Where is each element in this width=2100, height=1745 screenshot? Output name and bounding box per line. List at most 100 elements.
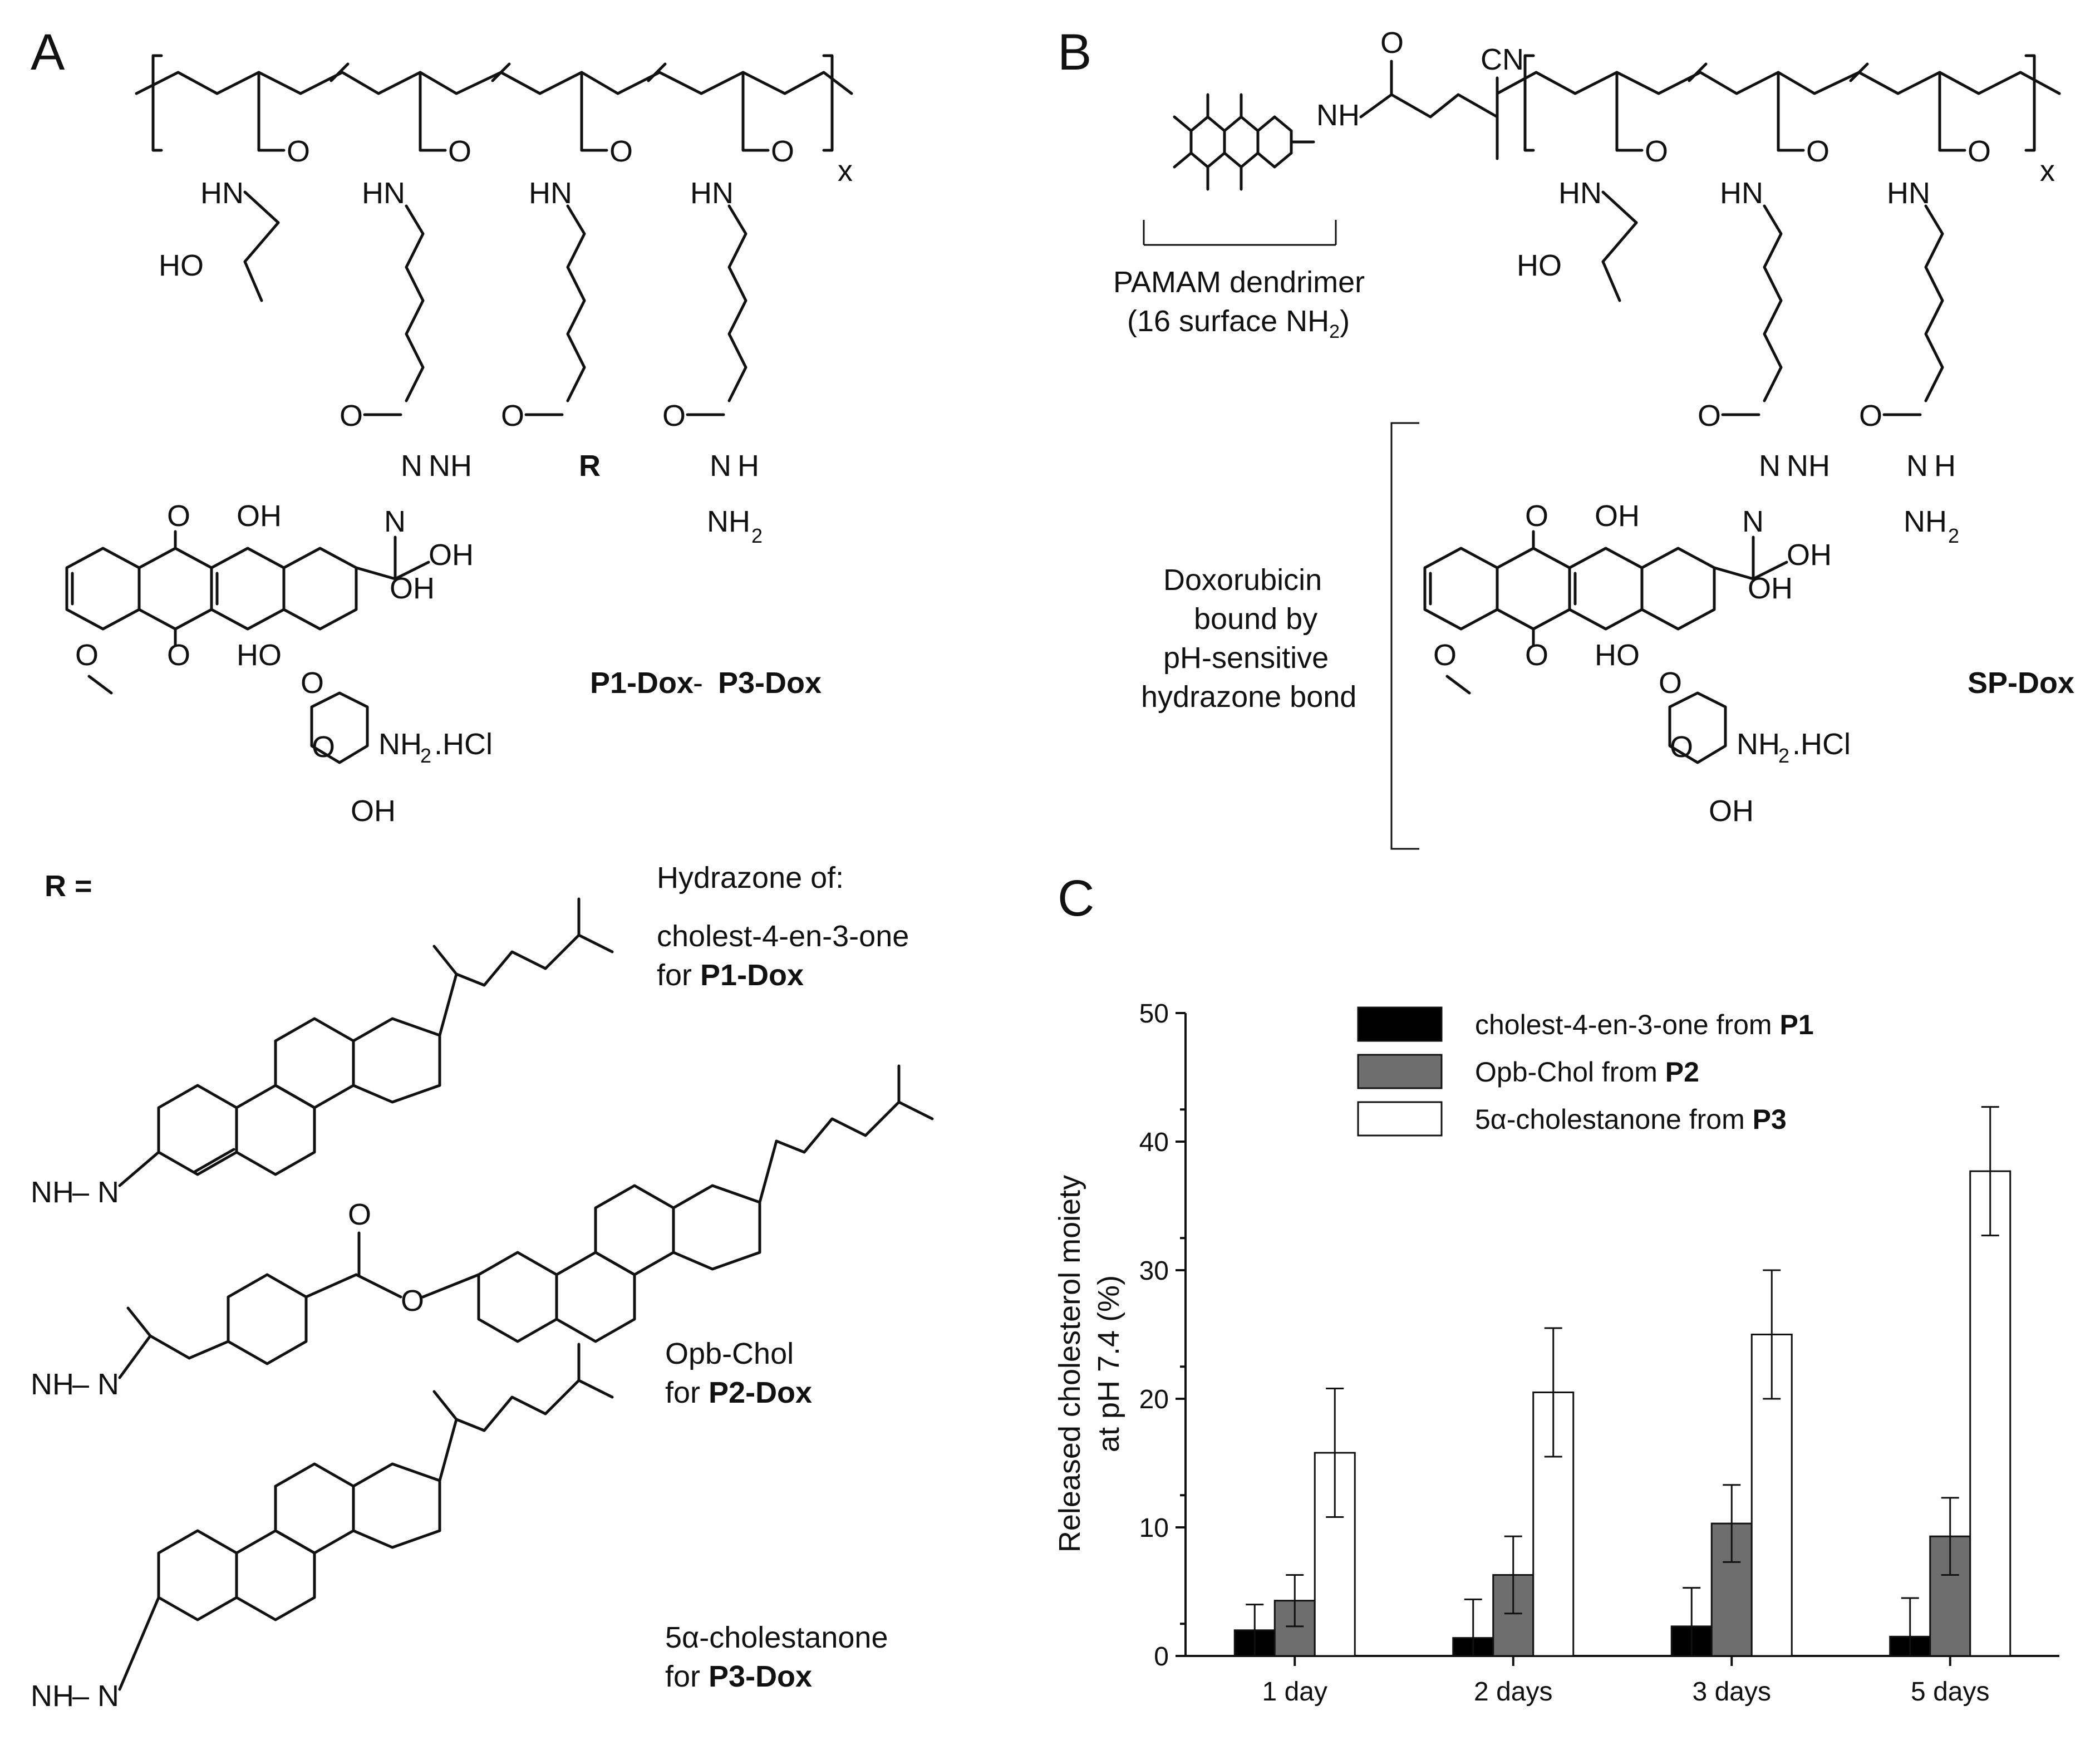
svg-text:O: O <box>75 638 99 672</box>
svg-text:HN: HN <box>1887 176 1930 210</box>
svg-text:O: O <box>771 135 794 168</box>
svg-text:O: O <box>662 399 686 432</box>
svg-text:2: 2 <box>1778 744 1789 767</box>
y-tick-label: 50 <box>1139 999 1169 1029</box>
svg-text:2: 2 <box>1948 524 1959 547</box>
x-tick-label: 3 days <box>1693 1677 1771 1707</box>
r-definition: R = <box>45 869 92 903</box>
svg-text:HN: HN <box>690 176 734 210</box>
svg-text:HO: HO <box>1595 638 1640 672</box>
svg-text:N: N <box>97 1368 119 1401</box>
svg-text:O: O <box>501 399 524 432</box>
r-group-1-for: for P1-Dox <box>657 958 804 992</box>
svg-text:OH: OH <box>351 794 396 828</box>
panel-a-r-sidechain: O HN O R <box>501 71 633 483</box>
r-groups-header: Hydrazone of: <box>657 861 844 894</box>
svg-text:O: O <box>287 135 310 168</box>
svg-text:NH: NH <box>1737 728 1780 761</box>
x-tick-label: 5 days <box>1911 1677 1989 1707</box>
svg-text:O: O <box>609 135 633 168</box>
svg-text:HN: HN <box>362 176 405 210</box>
cn-label: CN <box>1481 43 1524 76</box>
panel-b-doxorubicin: O O OH HO O OH OH O O NH 2 .HCl OH <box>1423 499 1851 828</box>
r-group-3-name: 5α-cholestanone <box>665 1621 888 1654</box>
panel-c: C Released cholesterol moiety at pH 7.4 … <box>1053 870 2059 1707</box>
svg-text:2: 2 <box>420 744 431 767</box>
r-group-cholestenone: cholest-4-en-3-one for P1-Dox NH – N <box>31 897 909 1209</box>
panel-b-letter: B <box>1058 24 1091 81</box>
y-axis-label-line2: at pH 7.4 (%) <box>1092 1275 1125 1452</box>
svg-text:.HCl: .HCl <box>1792 728 1851 761</box>
svg-text:NH: NH <box>1316 99 1360 132</box>
svg-text:O: O <box>1968 135 1991 168</box>
svg-text:O: O <box>401 1284 424 1318</box>
svg-text:NH: NH <box>1904 505 1947 538</box>
svg-text:N: N <box>1759 449 1781 483</box>
svg-text:OH: OH <box>429 538 474 572</box>
svg-text:–: – <box>72 1368 89 1401</box>
panel-b-hpma-sidechain: O HN HO <box>1517 71 1668 302</box>
panel-a-compound-label-1: P1-Dox <box>590 666 694 700</box>
chart-legend: cholest-4-en-3-one from P1 Opb-Chol from… <box>1357 1006 1814 1137</box>
r-group-opb-chol: Opb-Chol for P2-Dox O O NH – N <box>31 1064 934 1409</box>
panel-b-hydrazide-sidechain: O HN O N H NH 2 <box>1859 71 1991 547</box>
panel-a-repeat-subscript: x <box>838 154 853 188</box>
dox-note-line3: pH-sensitive <box>1163 641 1329 675</box>
panel-c-letter: C <box>1058 870 1094 927</box>
svg-text:OH: OH <box>1709 794 1754 828</box>
svg-text:O: O <box>1525 499 1548 533</box>
dox-note-line2: bound by <box>1194 602 1317 636</box>
svg-text:O: O <box>1380 26 1404 60</box>
svg-text:O: O <box>1525 638 1548 672</box>
svg-text:O: O <box>167 499 190 533</box>
svg-text:NH: NH <box>707 505 750 538</box>
svg-text:H: H <box>737 449 759 483</box>
legend-swatch-p2 <box>1357 1054 1443 1089</box>
svg-text:.HCl: .HCl <box>434 728 493 761</box>
panel-a-hydrazide-sidechain: O HN O N H NH 2 <box>662 71 794 547</box>
y-tick-label: 0 <box>1154 1642 1169 1672</box>
legend-label-p1: cholest-4-en-3-one from P1 <box>1475 1009 1814 1040</box>
panel-a: A x O HN HO O HN <box>31 24 853 828</box>
svg-text:OH: OH <box>1748 572 1793 605</box>
svg-text:N: N <box>97 1679 119 1713</box>
r-group-1-name: cholest-4-en-3-one <box>657 920 909 953</box>
bar-3-4 <box>1969 1170 2012 1657</box>
dox-note-line4: hydrazone bond <box>1141 680 1356 714</box>
r-group-3-for: for P3-Dox <box>665 1660 812 1693</box>
y-tick-label: 20 <box>1139 1385 1169 1414</box>
panel-a-dox-sidechain: O HN O N NH N <box>340 71 472 581</box>
svg-text:HN: HN <box>529 176 572 210</box>
svg-text:OH: OH <box>390 572 435 605</box>
svg-text:O: O <box>167 638 190 672</box>
svg-text:HN: HN <box>1720 176 1763 210</box>
svg-text:NH: NH <box>31 1176 74 1209</box>
svg-text:HN: HN <box>1558 176 1602 210</box>
svg-text:O: O <box>1806 135 1829 168</box>
svg-text:NH: NH <box>1787 449 1830 483</box>
svg-text:O: O <box>448 135 471 168</box>
svg-text:O: O <box>1670 730 1693 764</box>
x-tick-label: 1 day <box>1262 1677 1327 1707</box>
svg-text:O: O <box>1645 135 1668 168</box>
panel-b-compound-label: SP-Dox <box>1968 666 2074 700</box>
dendrimer-label-line2: (16 surface NH2) <box>1127 304 1350 342</box>
svg-text:HN: HN <box>200 176 244 210</box>
panel-a-r-symbol: R <box>579 449 601 483</box>
y-tick-label: 10 <box>1139 1513 1169 1543</box>
svg-text:HO: HO <box>237 638 282 672</box>
legend-swatch-p3 <box>1357 1101 1443 1137</box>
y-tick-label: 30 <box>1139 1256 1169 1286</box>
svg-text:N: N <box>1906 449 1928 483</box>
r-group-cholestanone: 5α-cholestanone for P3-Dox NH – N <box>31 1343 888 1713</box>
svg-text:NH: NH <box>31 1368 74 1401</box>
panel-a-hpma-sidechain: O HN HO <box>159 71 310 302</box>
svg-text:OH: OH <box>237 499 282 533</box>
panel-a-compound-label-2: P3-Dox <box>718 666 822 700</box>
y-tick-label: 40 <box>1139 1128 1169 1157</box>
pamam-dendrimer-glyph <box>1173 93 1315 191</box>
svg-text:HO: HO <box>1517 249 1562 282</box>
svg-text:–: – <box>72 1176 89 1209</box>
svg-text:NH: NH <box>429 449 472 483</box>
